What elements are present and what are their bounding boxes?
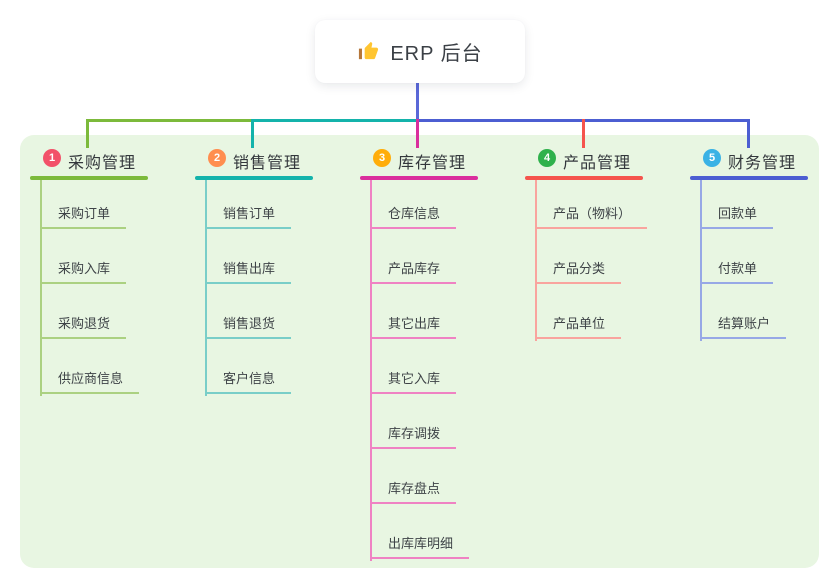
branch-underline — [360, 176, 478, 180]
child-item[interactable]: 采购订单 — [40, 200, 127, 229]
branch-number-badge: 4 — [538, 149, 556, 167]
branch-underline — [525, 176, 643, 180]
branch-number-badge: 3 — [373, 149, 391, 167]
child-item[interactable]: 仓库信息 — [370, 200, 457, 229]
mindmap-background-panel — [20, 135, 819, 568]
child-item[interactable]: 库存盘点 — [370, 475, 457, 504]
connector-purchase — [87, 119, 253, 122]
branch-title-purchase[interactable]: 1 采购管理 — [30, 146, 148, 176]
child-item[interactable]: 销售出库 — [205, 255, 292, 284]
child-item[interactable]: 供应商信息 — [40, 365, 140, 394]
branch-trunk-line — [535, 180, 537, 341]
child-item[interactable]: 库存调拨 — [370, 420, 457, 449]
child-item[interactable]: 产品单位 — [535, 310, 622, 339]
branch-title-product[interactable]: 4 产品管理 — [525, 146, 643, 176]
branch-trunk-line — [700, 180, 702, 341]
drop-product — [582, 119, 585, 148]
branch-title-sales[interactable]: 2 销售管理 — [195, 146, 313, 176]
connector-sales — [251, 119, 418, 122]
branch-title-inventory[interactable]: 3 库存管理 — [360, 146, 478, 176]
branch-underline — [690, 176, 808, 180]
child-item[interactable]: 采购退货 — [40, 310, 127, 339]
child-item[interactable]: 出库库明细 — [370, 530, 470, 559]
root-node-label: ERP 后台 — [390, 43, 483, 65]
child-item[interactable]: 产品库存 — [370, 255, 457, 284]
branch-title-finance[interactable]: 5 财务管理 — [690, 146, 808, 176]
branch-underline — [195, 176, 313, 180]
child-item[interactable]: 采购入库 — [40, 255, 127, 284]
drop-purchase — [86, 119, 89, 148]
child-item[interactable]: 产品分类 — [535, 255, 622, 284]
thumbs-up-icon — [357, 40, 380, 63]
branch-title-label: 产品管理 — [563, 155, 632, 172]
branch-title-label: 财务管理 — [728, 155, 797, 172]
branch-trunk-line — [40, 180, 42, 396]
drop-inventory — [416, 119, 419, 148]
root-node[interactable]: ERP 后台 — [315, 20, 525, 83]
branch-number-badge: 5 — [703, 149, 721, 167]
branch-title-label: 库存管理 — [398, 155, 467, 172]
drop-sales — [251, 119, 254, 148]
child-item[interactable]: 销售订单 — [205, 200, 292, 229]
child-item[interactable]: 回款单 — [700, 200, 774, 229]
drop-finance — [747, 119, 750, 148]
child-item[interactable]: 其它入库 — [370, 365, 457, 394]
branch-underline — [30, 176, 148, 180]
branch-trunk-line — [370, 180, 372, 561]
branch-title-label: 销售管理 — [233, 155, 302, 172]
branch-number-badge: 1 — [43, 149, 61, 167]
branch-title-label: 采购管理 — [68, 155, 137, 172]
child-item[interactable]: 其它出库 — [370, 310, 457, 339]
child-item[interactable]: 结算账户 — [700, 310, 787, 339]
child-item[interactable]: 付款单 — [700, 255, 774, 284]
child-item[interactable]: 销售退货 — [205, 310, 292, 339]
child-item[interactable]: 产品（物料） — [535, 200, 648, 229]
branch-trunk-line — [205, 180, 207, 396]
root-connector-line — [416, 83, 419, 121]
child-item[interactable]: 客户信息 — [205, 365, 292, 394]
branch-number-badge: 2 — [208, 149, 226, 167]
